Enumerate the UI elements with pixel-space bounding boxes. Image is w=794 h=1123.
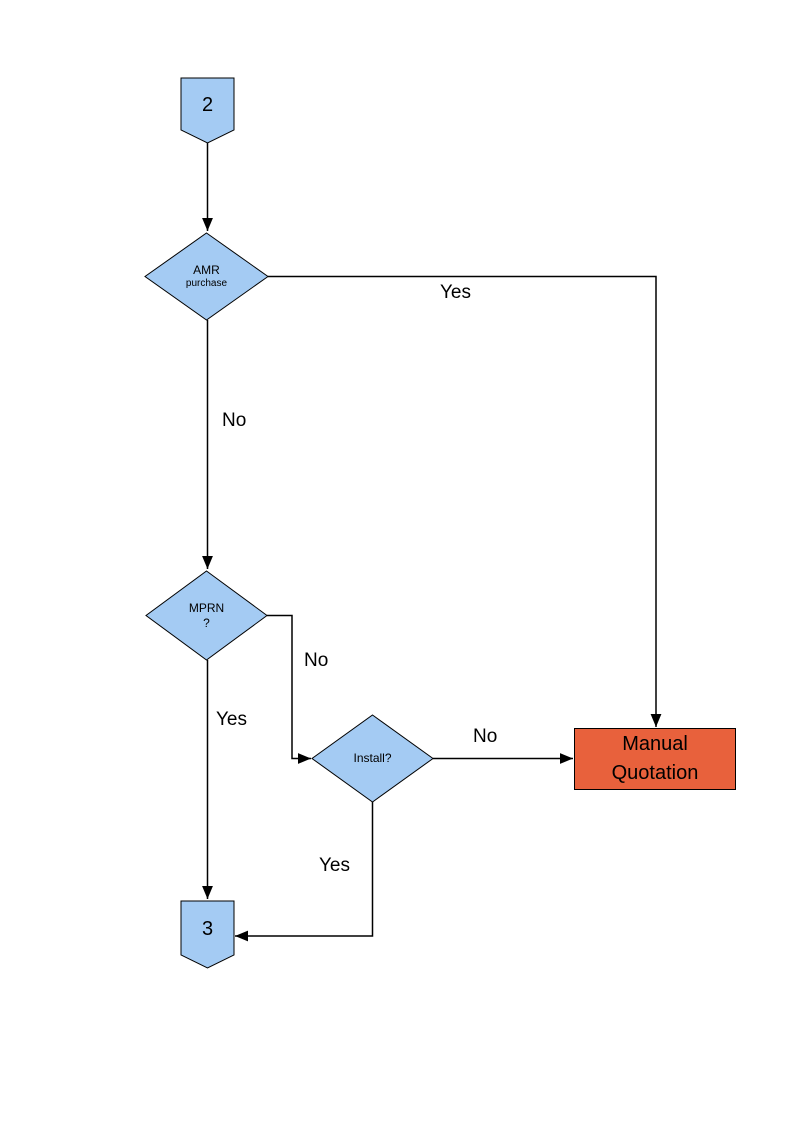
install-diamond <box>311 714 434 803</box>
edge-install-yes-to-connector3 <box>235 802 374 942</box>
amr-purchase-diamond <box>144 232 269 321</box>
edge-label-amr-yes: Yes <box>440 282 471 303</box>
edge-label-amr-no: No <box>222 410 247 431</box>
mprn-diamond <box>145 570 268 661</box>
edge-amr-yes-to-manual-quotation <box>268 275 662 727</box>
connector-3-shape <box>180 900 235 969</box>
edge-label-install-no: No <box>473 726 498 747</box>
manual-quotation-box <box>574 728 736 790</box>
edge-mprn-no-to-install <box>267 614 311 764</box>
edge-label-mprn-no: No <box>304 650 329 671</box>
edge-label-install-yes: Yes <box>319 855 350 876</box>
connector-2-shape <box>180 77 235 144</box>
edge-label-mprn-yes: Yes <box>216 709 247 730</box>
